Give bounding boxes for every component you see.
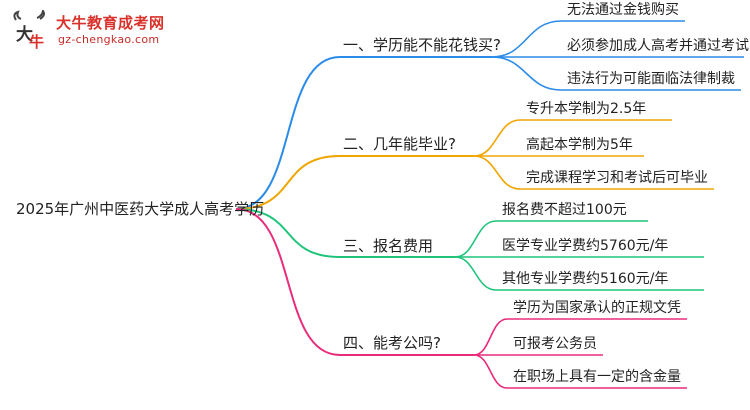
root-to-branch-edge [235,208,341,356]
watermark-url: gz-chengkao.com [58,33,160,46]
branch-to-leaf-edge [473,119,521,157]
leaf-topic: 在职场上具有一定的含金量 [513,369,681,385]
svg-text:牛: 牛 [29,33,44,50]
branch-topic: 一、学历能不能花钱买? [343,36,501,54]
bull-logo-icon: 大 牛 [13,10,45,50]
mindmap-labels: 2025年广州中医药大学成人高考学历 一、学历能不能花钱买? 无法通过金钱购买必须参… [16,2,749,385]
branch-topic: 四、能考公吗? [343,334,441,352]
branch-to-leaf-edge [454,220,497,258]
branch-to-leaf-edge [491,20,562,58]
leaf-topic: 高起本学制为5年 [526,136,633,153]
leaf-topic: 可报考公务员 [513,336,597,352]
root-topic: 2025年广州中医药大学成人高考学历 [16,200,264,218]
watermark-logo: 大 牛 大牛教育成考网 gz-chengkao.com [6,8,176,52]
branch-topic: 三、报名费用 [343,237,433,255]
root-to-branch-edge [235,155,341,210]
leaf-topic: 报名费不超过100元 [502,202,627,218]
leaf-topic: 其他专业学费约5160元/年 [502,271,668,287]
root-to-branch-edge [235,56,341,210]
leaf-topic: 医学专业学费约5760元/年 [502,238,668,254]
branch-to-leaf-edge [491,56,562,91]
branch-to-leaf-edge [454,256,497,291]
branch-to-leaf-edge [473,318,508,356]
leaf-topic: 专升本学制为2.5年 [526,101,646,117]
branch-topic: 二、几年能毕业? [343,135,456,153]
svg-text:大: 大 [16,24,33,45]
leaf-topic: 学历为国家承认的正规文凭 [513,299,681,316]
root-to-branch-edge [235,208,341,258]
leaf-topic: 无法通过金钱购买 [567,2,679,18]
mindmap-edges [235,20,744,389]
branch-to-leaf-edge [473,155,521,190]
leaf-topic: 违法行为可能面临法律制裁 [567,71,735,87]
watermark-title: 大牛教育成考网 [56,14,165,32]
leaf-topic: 完成课程学习和考试后可毕业 [526,170,708,186]
branch-to-leaf-edge [473,354,508,389]
leaf-topic: 必须参加成人高考并通过考试 [567,37,749,54]
